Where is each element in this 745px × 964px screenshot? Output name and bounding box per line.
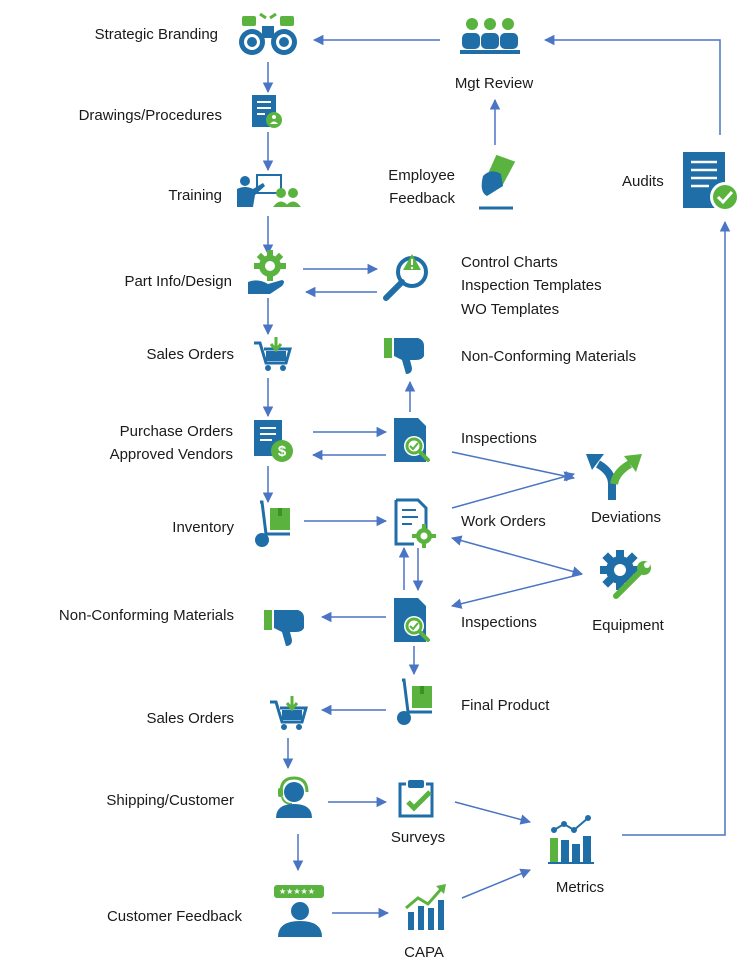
- arrow-inspections-to-deviations: [451, 451, 576, 482]
- training-presentation-icon: [237, 174, 301, 207]
- label-drawings-procedures: Drawings/Procedures: [78, 107, 222, 124]
- thumbs-down-icon: [384, 338, 424, 374]
- arrow-workorders-to-deviations: [451, 471, 576, 509]
- document-people-icon: [252, 95, 282, 128]
- label-inspections-2: Inspections: [461, 614, 537, 631]
- clipboard-check-icon: [398, 780, 434, 818]
- arrow-capa-to-metrics: [461, 868, 531, 899]
- invoice-dollar-icon: $: [254, 420, 293, 462]
- inspection-document-icon: [394, 598, 430, 642]
- label-shipping-customer: Shipping/Customer: [106, 792, 234, 809]
- svg-text:★★★★★: ★★★★★: [279, 887, 315, 896]
- trend-up-chart-icon: [405, 884, 446, 930]
- hand-truck-box-icon: [255, 500, 290, 547]
- label-equipment: Equipment: [592, 617, 664, 634]
- label-capa: CAPA: [404, 944, 444, 961]
- label-inventory: Inventory: [172, 519, 234, 536]
- label-final-product: Final Product: [461, 697, 550, 714]
- label-non-conforming-materials-top: Non-Conforming Materials: [461, 348, 637, 365]
- hand-vote-icon: [479, 154, 516, 210]
- split-arrow-icon: [586, 454, 642, 500]
- inspection-document-icon: [394, 418, 430, 462]
- label-metrics: Metrics: [555, 879, 605, 896]
- label-control-charts: Control Charts: [461, 254, 558, 271]
- label-employee-feedback-line1: Employee: [388, 167, 455, 184]
- arrow-surveys-to-metrics: [454, 801, 532, 825]
- label-purchase-orders: Purchase Orders: [119, 423, 233, 440]
- label-non-conforming-materials-left: Non-Conforming Materials: [58, 607, 234, 624]
- gear-hand-icon: [248, 250, 286, 294]
- label-approved-vendors: Approved Vendors: [109, 446, 233, 463]
- team-icon: [460, 18, 520, 54]
- arrow-workorders-equipment: [450, 535, 584, 577]
- label-deviations: Deviations: [590, 509, 662, 526]
- label-audits: Audits: [622, 173, 664, 190]
- connector-arrows: [262, 34, 731, 919]
- svg-text:$: $: [278, 443, 287, 460]
- arrow-audits-to-mgt: [543, 34, 721, 135]
- arrow-metrics-to-audits: [622, 220, 731, 836]
- label-customer-feedback: Customer Feedback: [106, 908, 242, 925]
- label-employee-feedback-line2: Feedback: [389, 190, 455, 207]
- arrow-inspections2-equipment: [450, 573, 583, 609]
- label-inspections-1: Inspections: [461, 430, 537, 447]
- label-wo-templates: WO Templates: [461, 301, 560, 318]
- label-surveys: Surveys: [390, 829, 446, 846]
- bar-chart-icon: [548, 815, 594, 864]
- thumbs-down-icon: [264, 610, 304, 646]
- shopping-cart-icon: [254, 337, 292, 371]
- label-training: Training: [168, 187, 222, 204]
- label-part-info-design: Part Info/Design: [124, 273, 232, 290]
- work-order-gear-icon: [394, 498, 436, 548]
- headset-agent-icon: [276, 776, 312, 818]
- label-strategic-branding: Strategic Branding: [94, 26, 218, 43]
- label-sales-orders-2: Sales Orders: [146, 710, 234, 727]
- shopping-cart-icon: [270, 696, 308, 730]
- gear-wrench-icon: [600, 550, 651, 599]
- rating-user-icon: ★★★★★: [274, 885, 324, 937]
- warning-magnifier-icon: [383, 254, 428, 301]
- label-mgt-review: Mgt Review: [454, 75, 534, 92]
- audit-checklist-icon: [683, 152, 740, 212]
- binoculars-icon: [239, 12, 297, 55]
- hand-truck-box-icon: [397, 678, 432, 725]
- label-work-orders: Work Orders: [461, 513, 546, 530]
- label-sales-orders: Sales Orders: [146, 346, 234, 363]
- label-inspection-templates: Inspection Templates: [461, 277, 602, 294]
